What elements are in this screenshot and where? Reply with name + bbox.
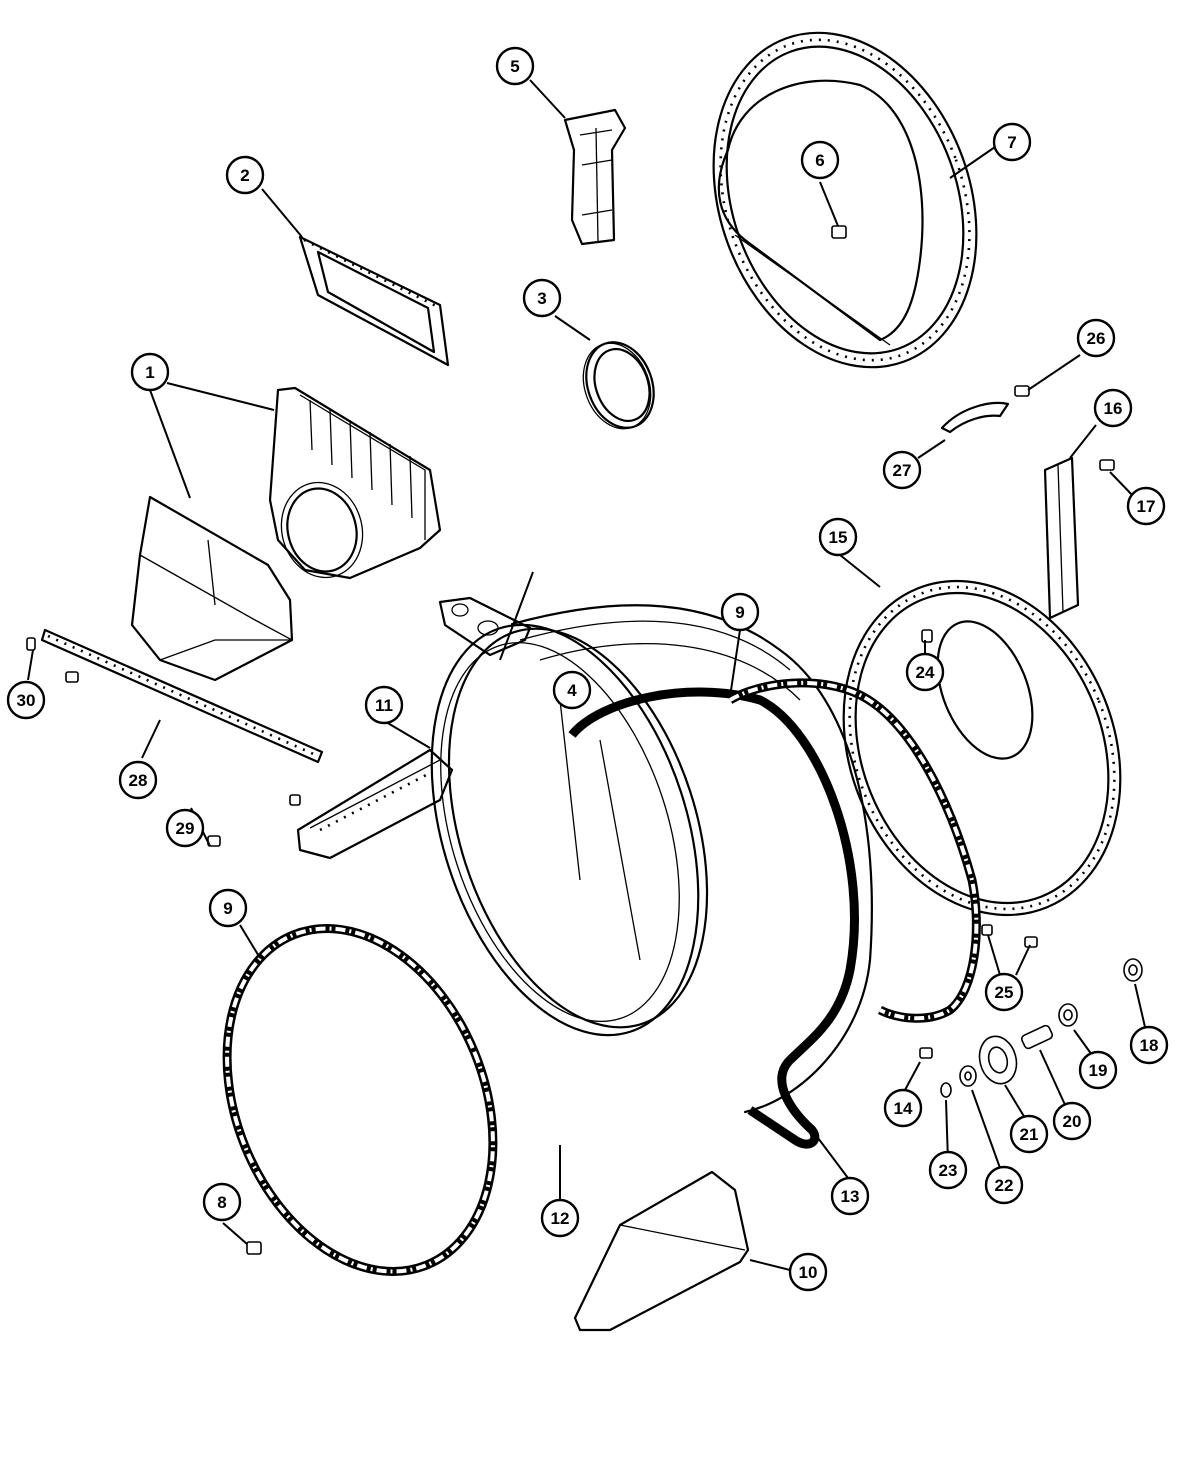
part-lint-filter xyxy=(298,235,450,367)
callout-4: 4 xyxy=(552,670,592,710)
part-drum-seal-upper xyxy=(727,678,981,1023)
part-duct xyxy=(130,495,294,682)
svg-text:21: 21 xyxy=(1020,1125,1039,1144)
callout-21: 21 xyxy=(1009,1114,1049,1154)
part-rear-bulkhead xyxy=(712,31,978,369)
callout-18: 18 xyxy=(1129,1025,1169,1065)
callout-25: 25 xyxy=(984,972,1024,1012)
svg-text:11: 11 xyxy=(375,696,393,715)
svg-text:9: 9 xyxy=(735,603,744,622)
svg-text:6: 6 xyxy=(815,151,824,170)
svg-text:28: 28 xyxy=(129,771,148,790)
leader-lines xyxy=(27,79,1146,1271)
svg-text:15: 15 xyxy=(829,528,848,547)
callout-30: 30 xyxy=(6,680,46,720)
svg-text:25: 25 xyxy=(995,983,1014,1002)
svg-text:20: 20 xyxy=(1063,1112,1082,1131)
svg-text:19: 19 xyxy=(1089,1061,1108,1080)
callout-5: 5 xyxy=(495,46,535,86)
svg-text:16: 16 xyxy=(1104,399,1123,418)
part-bracket xyxy=(563,108,627,246)
callout-15: 15 xyxy=(818,517,858,557)
svg-text:1: 1 xyxy=(145,363,154,382)
svg-text:9: 9 xyxy=(223,899,232,918)
svg-text:29: 29 xyxy=(176,819,195,838)
svg-text:30: 30 xyxy=(17,691,36,710)
part-drum-seal-lower xyxy=(222,924,498,1276)
svg-text:13: 13 xyxy=(841,1187,860,1206)
callout-27: 27 xyxy=(882,450,922,490)
callout-20: 20 xyxy=(1052,1101,1092,1141)
callout-11: 11 xyxy=(364,685,404,725)
callout-28: 28 xyxy=(118,760,158,800)
callout-3: 3 xyxy=(522,278,562,318)
part-side-strip xyxy=(1043,456,1080,620)
part-drum-belt xyxy=(568,687,859,1149)
callout-16: 16 xyxy=(1093,388,1133,428)
svg-text:14: 14 xyxy=(894,1099,913,1118)
svg-text:7: 7 xyxy=(1007,133,1016,152)
svg-text:5: 5 xyxy=(510,57,519,76)
part-drum xyxy=(430,604,873,1114)
callout-2: 2 xyxy=(225,155,265,195)
part-toe-panel xyxy=(573,1170,750,1332)
callout-13: 13 xyxy=(830,1176,870,1216)
callout-14: 14 xyxy=(883,1088,923,1128)
callout-19: 19 xyxy=(1078,1050,1118,1090)
callout-17: 17 xyxy=(1126,486,1166,526)
callout-8: 8 xyxy=(202,1182,242,1222)
callout-23: 23 xyxy=(928,1150,968,1190)
svg-text:18: 18 xyxy=(1140,1036,1159,1055)
callout-22: 22 xyxy=(984,1165,1024,1205)
hardware xyxy=(26,225,1143,1255)
callout-9-upper: 9 xyxy=(720,592,760,632)
callout-29: 29 xyxy=(165,808,205,848)
svg-text:8: 8 xyxy=(217,1193,226,1212)
svg-text:22: 22 xyxy=(995,1176,1014,1195)
callout-24: 24 xyxy=(905,652,945,692)
part-seal-ring xyxy=(582,341,655,430)
callout-9-lower: 9 xyxy=(208,888,248,928)
callout-10: 10 xyxy=(788,1252,828,1292)
callout-26: 26 xyxy=(1076,318,1116,358)
svg-text:12: 12 xyxy=(551,1209,570,1228)
svg-text:24: 24 xyxy=(916,663,935,682)
svg-text:17: 17 xyxy=(1137,497,1156,516)
svg-text:26: 26 xyxy=(1087,329,1106,348)
svg-text:2: 2 xyxy=(240,166,249,185)
svg-text:23: 23 xyxy=(939,1161,958,1180)
svg-text:3: 3 xyxy=(537,289,546,308)
part-clip xyxy=(940,402,1010,434)
callout-6: 6 xyxy=(800,140,840,180)
callout-7: 7 xyxy=(992,122,1032,162)
callout-1: 1 xyxy=(130,352,170,392)
part-rail xyxy=(40,628,324,764)
callout-12: 12 xyxy=(540,1198,580,1238)
part-front-support xyxy=(296,748,454,860)
part-blower-housing xyxy=(268,386,442,580)
svg-text:4: 4 xyxy=(567,681,577,700)
svg-text:10: 10 xyxy=(799,1263,818,1282)
part-plate xyxy=(438,596,532,657)
svg-text:27: 27 xyxy=(893,461,912,480)
part-front-bulkhead xyxy=(842,579,1122,917)
